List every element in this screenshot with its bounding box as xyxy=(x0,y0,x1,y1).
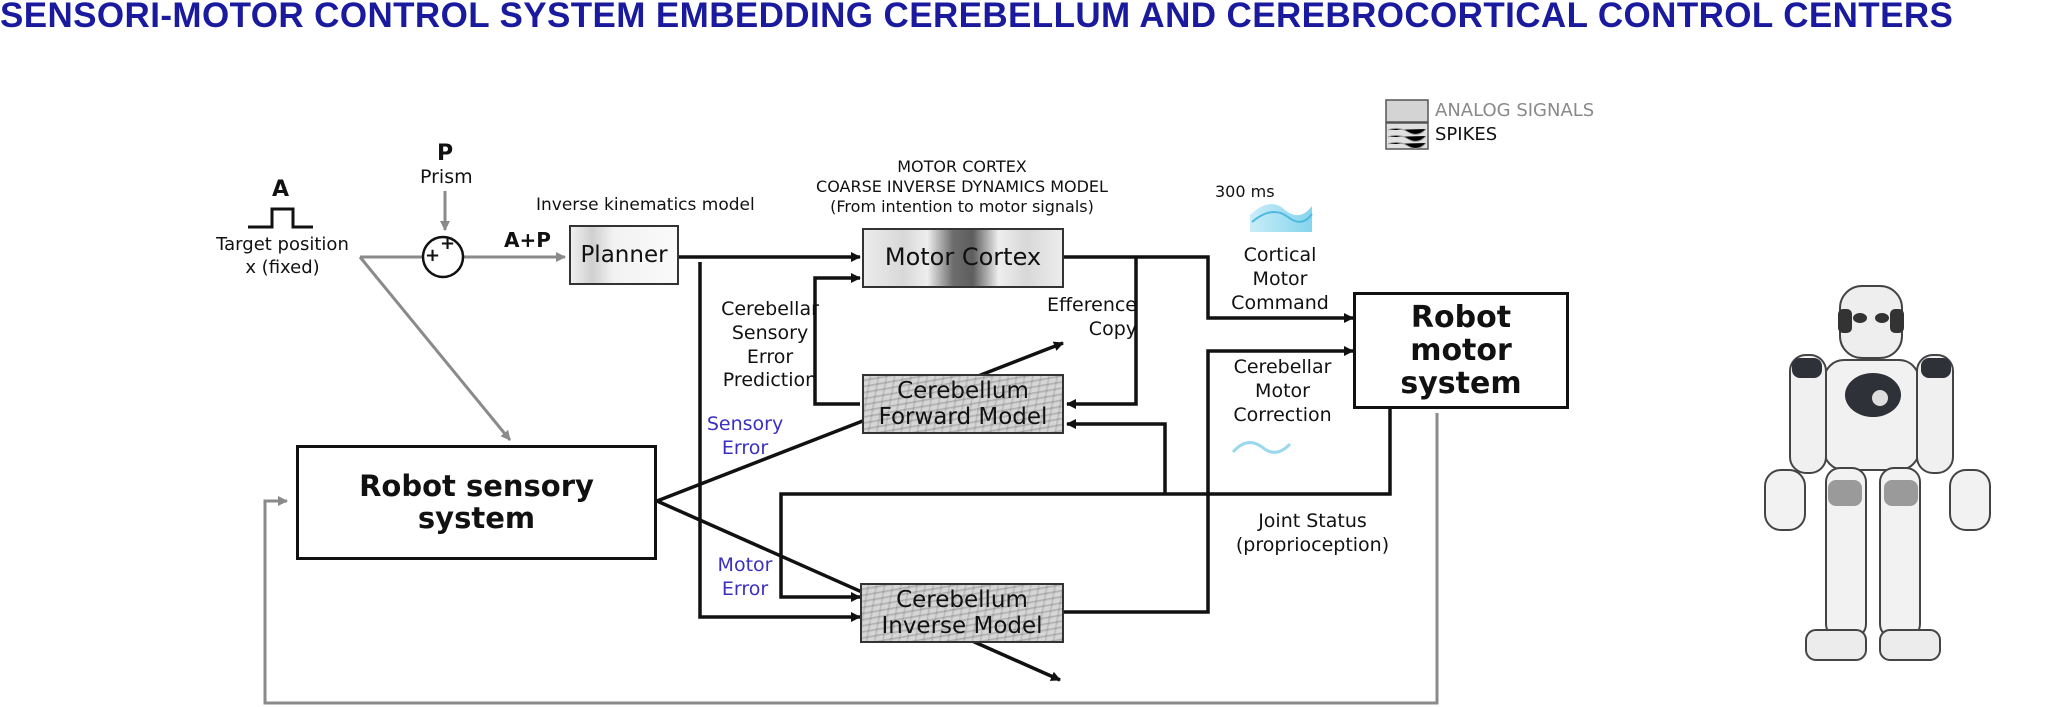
inverse-kinematics-label: Inverse kinematics model xyxy=(536,195,755,215)
delay-label: 300 ms xyxy=(1215,182,1275,201)
summing-junction xyxy=(421,235,465,279)
diagram-title: SENSORI-MOTOR CONTROL SYSTEM EMBEDDING C… xyxy=(0,0,1954,35)
cerebellar-sensory-prediction-label: Cerebellar Sensory Error Prediction xyxy=(721,298,819,392)
legend-spikes-label: SPIKES xyxy=(1435,124,1498,145)
efference-copy-label: Efference Copy xyxy=(1046,294,1137,340)
motor-cortex-block: Motor Cortex xyxy=(862,228,1064,288)
legend-spikes-texture xyxy=(1387,127,1427,149)
sum-label: A+P xyxy=(504,228,551,252)
correction-wave-icon xyxy=(1231,441,1292,454)
prism-letter: P xyxy=(437,141,454,166)
summer-sign-top: + xyxy=(440,233,456,254)
sensory-error-label: Sensory Error xyxy=(706,413,784,459)
robot-motor-system-block: Robot motor system xyxy=(1353,292,1569,409)
motor-cortex-header: MOTOR CORTEX COARSE INVERSE DYNAMICS MOD… xyxy=(816,157,1108,216)
joint-status-label: Joint Status (proprioception) xyxy=(1235,510,1390,556)
prism-label: Prism xyxy=(420,166,473,188)
target-label: Target position x (fixed) xyxy=(216,234,349,278)
target-pulse-symbol xyxy=(248,207,313,229)
summer-sign-left: + xyxy=(425,245,441,266)
black-signal-lines xyxy=(656,252,1392,682)
cortical-command-label: Cortical Motor Command xyxy=(1231,244,1329,314)
legend-analog-swatch xyxy=(1385,99,1429,123)
cerebellar-motor-correction-label: Cerebellar Motor Correction xyxy=(1233,356,1332,426)
grey-feedforward-lines xyxy=(263,191,1439,705)
motor-error-label: Motor Error xyxy=(717,554,773,600)
legend-analog-label: ANALOG SIGNALS xyxy=(1435,100,1595,121)
cerebellum-forward-model-block: Cerebellum Forward Model xyxy=(862,374,1064,434)
planner-block: Planner xyxy=(569,225,679,285)
delay-wave-icon xyxy=(1250,204,1313,232)
robot-sensory-system-block: Robot sensory system xyxy=(296,445,657,560)
robot-illustration xyxy=(1764,285,1991,661)
target-letter: A xyxy=(272,177,290,202)
cerebellum-inverse-model-block: Cerebellum Inverse Model xyxy=(860,583,1064,643)
